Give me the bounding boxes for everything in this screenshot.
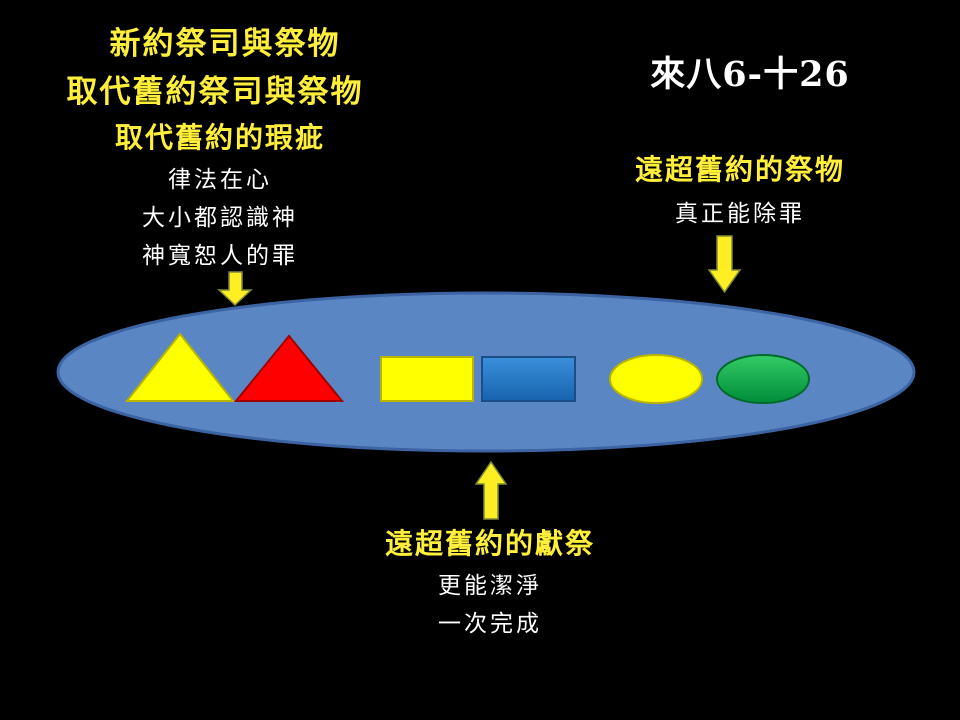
right-heading: 遠超舊約的祭物: [634, 153, 845, 186]
bottom-heading: 遠超舊約的獻祭: [384, 527, 595, 560]
left-bullet-2: 大小都認識神: [142, 205, 298, 231]
left-title-line2: 取代舊約祭司與祭物: [66, 74, 364, 110]
bottom-bullet-2: 一次完成: [438, 611, 542, 637]
down-arrow-right: [707, 235, 742, 294]
left-subtitle: 取代舊約的瑕疵: [114, 121, 325, 154]
bottom-bullet-1: 更能潔淨: [438, 573, 542, 599]
right-bullet: 真正能除罪: [675, 201, 805, 227]
yellow-oval: [609, 354, 703, 404]
scripture-reference: 來八6-十26: [650, 54, 850, 95]
up-arrow-bottom: [474, 460, 508, 520]
down-arrow-left: [217, 271, 253, 307]
red-triangle: [233, 334, 345, 402]
left-bullet-3: 神寬恕人的罪: [142, 243, 298, 269]
left-bullet-1: 律法在心: [168, 167, 272, 193]
yellow-rectangle: [380, 356, 474, 402]
yellow-triangle: [124, 332, 236, 402]
blue-rectangle: [481, 356, 576, 402]
green-oval: [716, 354, 810, 404]
left-title-line1: 新約祭司與祭物: [109, 26, 341, 62]
